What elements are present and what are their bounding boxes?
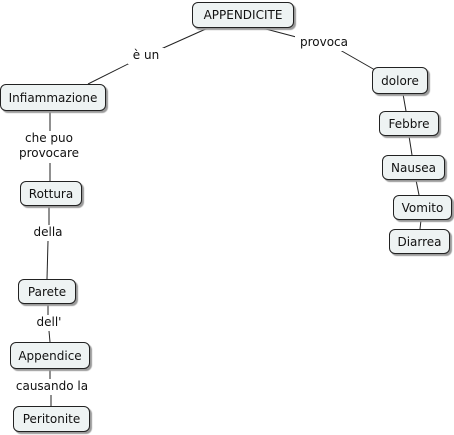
concept-parete[interactable]: Parete <box>18 279 76 304</box>
concept-appendice[interactable]: Appendice <box>10 342 90 369</box>
edge-nausea-to-vomito <box>415 179 420 196</box>
edge-provoca-to-dolore <box>339 49 376 71</box>
concept-rottura[interactable]: Rottura <box>20 181 82 206</box>
edge-appendicite-to-e-un <box>160 27 209 50</box>
concept-peritonite[interactable]: Peritonite <box>13 406 90 432</box>
link-label-della: della <box>29 225 67 241</box>
edge-e-un-to-infiammazione <box>87 62 131 85</box>
link-label-che-puo-line2: provocare <box>18 146 80 160</box>
link-label-che-puo-provocare: che puo provocare <box>14 131 84 163</box>
link-label-provoca: provoca <box>295 35 353 51</box>
edge-dell-to-appendice <box>48 330 51 343</box>
link-label-e-un: è un <box>128 48 164 64</box>
concept-nausea[interactable]: Nausea <box>382 155 445 180</box>
edge-della-to-parete <box>46 240 49 280</box>
concept-dolore[interactable]: dolore <box>372 67 428 94</box>
edge-appendicite-to-provoca <box>261 27 301 39</box>
link-label-dell: dell' <box>34 315 64 331</box>
concept-diarrea[interactable]: Diarrea <box>389 229 450 254</box>
concept-appendicite[interactable]: APPENDICITE <box>192 2 294 28</box>
edge-dolore-to-febbre <box>402 93 407 112</box>
edge-febbre-to-nausea <box>408 135 413 156</box>
link-label-che-puo-line1: che puo <box>25 131 73 145</box>
edge-vomito-to-diarrea <box>419 219 422 230</box>
concept-vomito[interactable]: Vomito <box>393 195 452 220</box>
concept-febbre[interactable]: Febbre <box>379 111 439 136</box>
concept-infiammazione[interactable]: Infiammazione <box>0 84 106 111</box>
link-label-causando-la: causando la <box>11 379 93 395</box>
